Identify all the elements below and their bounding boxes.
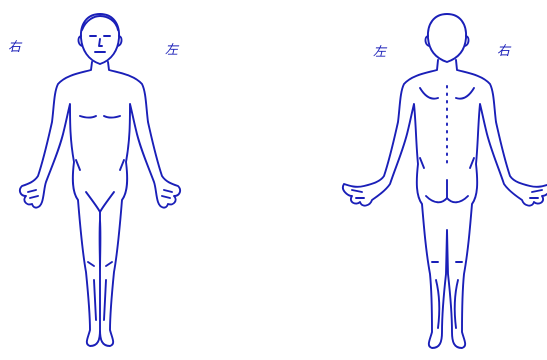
front-chest-left xyxy=(104,116,120,118)
front-body-outline xyxy=(20,62,180,346)
front-chest-right xyxy=(80,116,96,118)
back-head xyxy=(428,14,466,62)
front-hand-lines-left xyxy=(162,190,172,198)
back-scapula-right xyxy=(420,88,438,99)
back-scapula-left xyxy=(456,88,474,99)
front-figure xyxy=(20,14,180,346)
front-nose xyxy=(99,39,102,46)
back-calf-right xyxy=(436,280,439,328)
back-hand-lines-right xyxy=(352,190,364,198)
back-label-right: 右 xyxy=(497,40,510,59)
front-knee-right xyxy=(88,262,94,266)
front-knee-left xyxy=(106,262,112,266)
front-hand-lines-right xyxy=(28,190,38,198)
back-label-left: 左 xyxy=(373,41,386,60)
back-waist-left xyxy=(470,158,474,168)
back-body-outline xyxy=(343,60,547,348)
front-label-right: 右 xyxy=(8,36,21,55)
front-shin-left xyxy=(104,280,106,320)
front-label-left: 左 xyxy=(165,39,178,58)
back-hand-lines-left xyxy=(530,190,542,198)
front-waist-left xyxy=(120,160,124,170)
front-groin xyxy=(86,192,114,212)
back-calf-left xyxy=(455,280,458,328)
back-figure xyxy=(343,14,547,348)
front-shin-right xyxy=(94,280,96,320)
back-waist-right xyxy=(420,158,424,168)
front-waist-right xyxy=(76,160,80,170)
